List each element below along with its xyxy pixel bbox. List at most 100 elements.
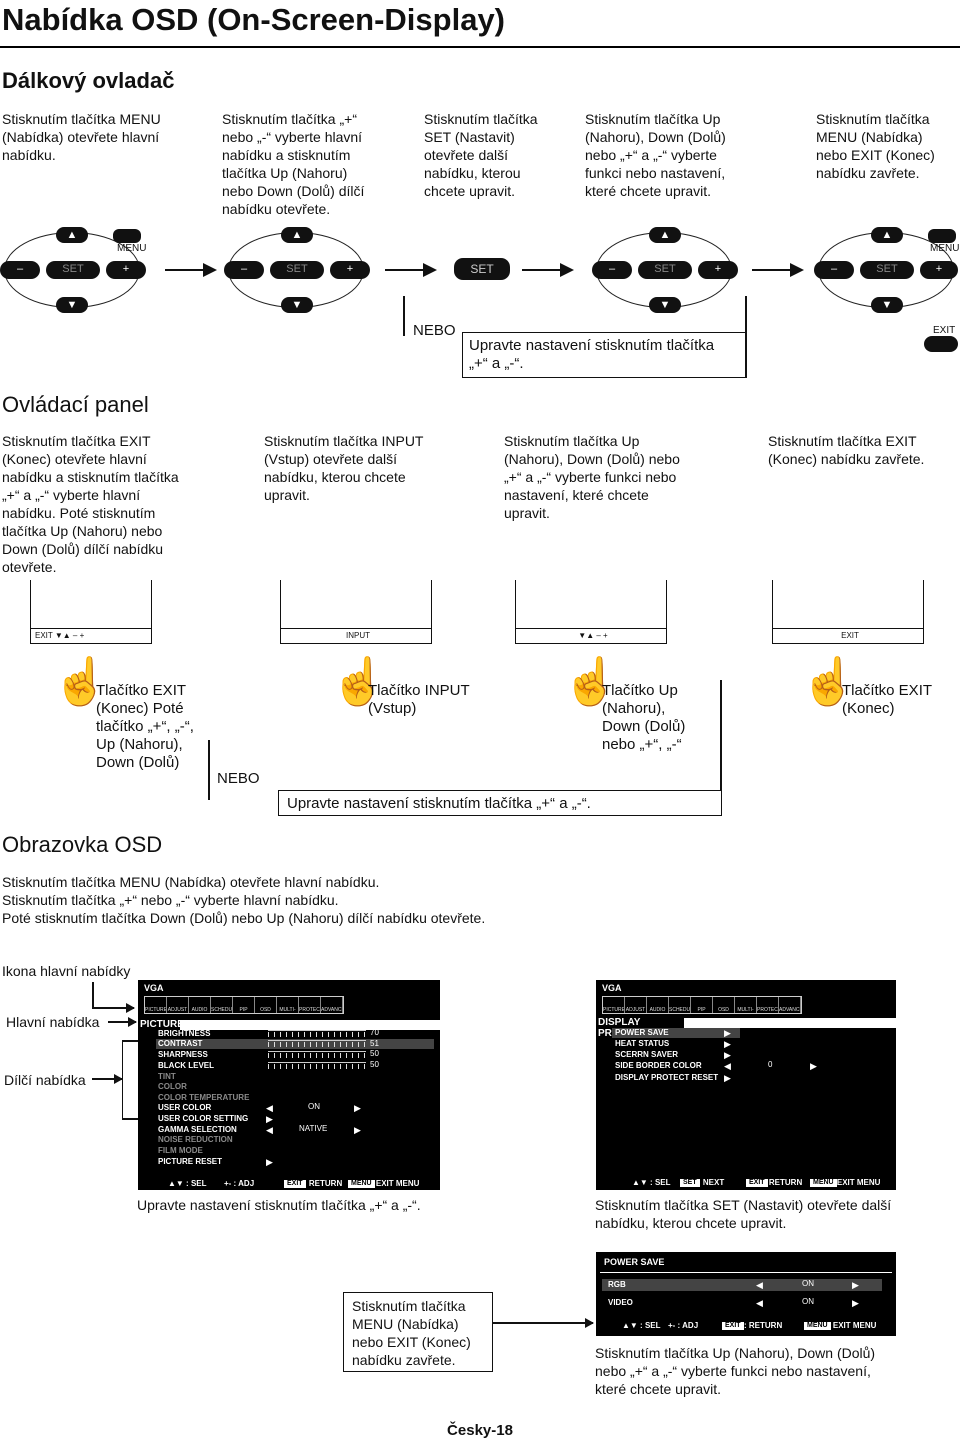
- adjust-icon[interactable]: ADJUST: [167, 997, 189, 1013]
- picture-icon[interactable]: PICTURE: [603, 997, 625, 1013]
- pip-icon[interactable]: PIP: [691, 997, 713, 1013]
- button-strip-4[interactable]: EXIT: [772, 628, 924, 644]
- down-button[interactable]: ▼: [871, 297, 903, 313]
- multi-dsp-icon[interactable]: MULTI-DSP: [735, 997, 757, 1013]
- left-arrow-icon[interactable]: ◀: [724, 1061, 731, 1071]
- menu-item-power-save[interactable]: POWER SAVE: [615, 1028, 669, 1037]
- right-arrow-icon[interactable]: ▶: [724, 1050, 731, 1060]
- plus-button[interactable]: +: [920, 261, 958, 279]
- protect-icon[interactable]: PROTECT: [757, 997, 779, 1013]
- audio-icon[interactable]: AUDIO: [189, 997, 211, 1013]
- menu-item-heat-status[interactable]: HEAT STATUS: [615, 1039, 670, 1048]
- right-arrow-icon[interactable]: ▶: [354, 1103, 361, 1113]
- down-button[interactable]: ▼: [281, 297, 313, 313]
- button-strip-2[interactable]: INPUT: [280, 628, 432, 644]
- left-arrow-icon[interactable]: ◀: [266, 1103, 273, 1113]
- right-arrow-icon[interactable]: ▶: [810, 1061, 817, 1071]
- right-arrow-icon[interactable]: ▶: [266, 1114, 273, 1124]
- footer-exit-key: EXIT: [722, 1322, 744, 1330]
- flow-arrow: [165, 263, 217, 277]
- page-title: Nabídka OSD (On-Screen-Display): [2, 2, 506, 37]
- menu-item-brightness[interactable]: BRIGHTNESS: [158, 1029, 211, 1038]
- hand-label-3: Tlačítko Up (Nahoru), Down (Dolů) nebo „…: [602, 682, 686, 753]
- plus-button[interactable]: +: [698, 261, 738, 279]
- menu-item-sharpness[interactable]: SHARPNESS: [158, 1050, 208, 1059]
- down-button[interactable]: ▼: [649, 297, 681, 313]
- set-button[interactable]: SET: [46, 261, 100, 279]
- protect-icon[interactable]: PROTECT: [299, 997, 321, 1013]
- menu-item-rgb[interactable]: RGB: [608, 1280, 626, 1289]
- osd-icon[interactable]: OSD: [713, 997, 735, 1013]
- button-strip-1[interactable]: EXIT ▼▲ – +: [30, 628, 152, 644]
- menu-item-display-protect-reset[interactable]: DISPLAY PROTECT RESET: [615, 1073, 719, 1082]
- minus-button[interactable]: –: [814, 261, 854, 279]
- pip-icon[interactable]: PIP: [233, 997, 255, 1013]
- up-button[interactable]: ▲: [871, 227, 903, 243]
- set-button[interactable]: SET: [638, 261, 692, 279]
- multi-dsp-icon[interactable]: MULTI-DSP: [277, 997, 299, 1013]
- menu-item-gamma-selection[interactable]: GAMMA SELECTION: [158, 1125, 237, 1134]
- exit-button[interactable]: [924, 336, 958, 352]
- set-button[interactable]: SET: [860, 261, 914, 279]
- picture-icon[interactable]: PICTURE: [145, 997, 167, 1013]
- button-strip-3[interactable]: ▼▲ – +: [515, 628, 667, 644]
- contrast-slider[interactable]: [268, 1040, 366, 1048]
- right-arrow-icon[interactable]: ▶: [266, 1157, 273, 1167]
- title-rule: [0, 46, 960, 48]
- footer-exit-menu: : EXIT MENU: [371, 1179, 420, 1188]
- osd-icon[interactable]: OSD: [255, 997, 277, 1013]
- right-arrow-icon[interactable]: ▶: [354, 1125, 361, 1135]
- connector-line: [208, 740, 210, 800]
- sharpness-slider[interactable]: [268, 1051, 366, 1059]
- remote-step-1: Stisknutím tlačítka MENU (Nabídka) otevř…: [2, 111, 161, 163]
- left-arrow-icon[interactable]: ◀: [756, 1280, 763, 1290]
- footer-exit-menu: : EXIT MENU: [828, 1321, 877, 1330]
- minus-button[interactable]: –: [0, 261, 40, 279]
- audio-icon[interactable]: AUDIO: [647, 997, 669, 1013]
- menu-item-screen-saver[interactable]: SCERRN SAVER: [615, 1050, 678, 1059]
- advanced-icon[interactable]: ADVANCED: [321, 997, 343, 1013]
- panel-step-2: Stisknutím tlačítka INPUT (Vstup) otevře…: [264, 433, 424, 503]
- advanced-icon[interactable]: ADVANCED: [779, 997, 801, 1013]
- up-button[interactable]: ▲: [56, 227, 88, 243]
- hand-icon: ☝: [330, 655, 388, 707]
- main-menu-label: Hlavní nabídka: [6, 1014, 100, 1030]
- up-button[interactable]: ▲: [649, 227, 681, 243]
- menu-item-black-level[interactable]: BLACK LEVEL: [158, 1061, 214, 1070]
- right-arrow-icon[interactable]: ▶: [852, 1280, 859, 1290]
- left-arrow-icon[interactable]: ◀: [756, 1298, 763, 1308]
- schedule-icon[interactable]: SCHEDULE: [669, 997, 691, 1013]
- down-button[interactable]: ▼: [56, 297, 88, 313]
- or-label: NEBO: [413, 322, 456, 339]
- right-arrow-icon[interactable]: ▶: [724, 1039, 731, 1049]
- menu-item-contrast[interactable]: CONTRAST: [158, 1039, 203, 1048]
- footer-menu-key: MENU: [810, 1179, 837, 1187]
- menu-button[interactable]: [113, 229, 141, 243]
- left-arrow-icon[interactable]: ◀: [266, 1125, 273, 1135]
- set-button[interactable]: SET: [270, 261, 324, 279]
- selection-highlight: [602, 1279, 882, 1291]
- set-button[interactable]: SET: [454, 258, 510, 280]
- right-arrow-icon[interactable]: ▶: [852, 1298, 859, 1308]
- menu-button[interactable]: [928, 229, 956, 243]
- up-button[interactable]: ▲: [281, 227, 313, 243]
- minus-button[interactable]: –: [592, 261, 632, 279]
- menu-item-side-border-color[interactable]: SIDE BORDER COLOR: [615, 1061, 702, 1070]
- schedule-icon[interactable]: SCHEDULE: [211, 997, 233, 1013]
- plus-button[interactable]: +: [330, 261, 370, 279]
- plus-button[interactable]: +: [106, 261, 146, 279]
- divider: [600, 1272, 892, 1273]
- monitor-panel-1: [30, 580, 152, 630]
- menu-item-video[interactable]: VIDEO: [608, 1298, 633, 1307]
- pointer-arrow: [493, 1319, 594, 1327]
- black-level-slider[interactable]: [268, 1062, 366, 1070]
- adjust-icon[interactable]: ADJUST: [625, 997, 647, 1013]
- right-arrow-icon[interactable]: ▶: [724, 1028, 731, 1038]
- menu-item-picture-reset[interactable]: PICTURE RESET: [158, 1157, 223, 1166]
- brightness-slider[interactable]: [268, 1030, 366, 1038]
- menu-label: MENU: [930, 243, 960, 254]
- right-arrow-icon[interactable]: ▶: [724, 1073, 731, 1083]
- menu-item-user-color-setting[interactable]: USER COLOR SETTING: [158, 1114, 249, 1123]
- menu-item-user-color[interactable]: USER COLOR: [158, 1103, 212, 1112]
- minus-button[interactable]: –: [224, 261, 264, 279]
